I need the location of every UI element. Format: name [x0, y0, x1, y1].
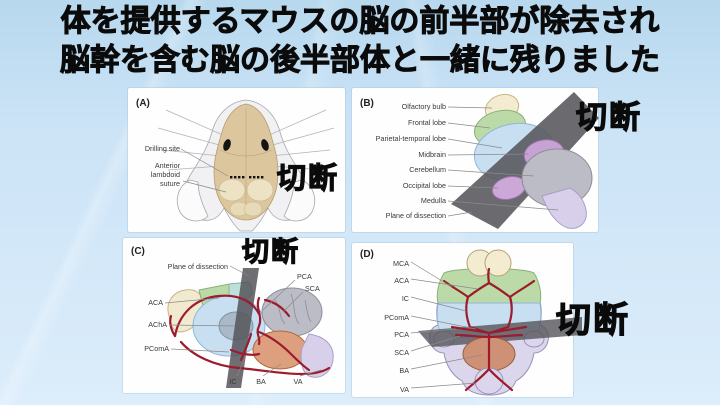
slide-title-line1: 体を提供するマウスの脳の前半部が除去され: [60, 5, 660, 39]
panel-b-tag: (B): [360, 98, 374, 109]
drilling-site-dots: [230, 176, 264, 179]
panel-d-tag: (D): [360, 249, 374, 260]
cerebellum-shape: [261, 287, 323, 337]
label-va: VA: [400, 385, 409, 394]
mouse-skull-illustration: [213, 103, 279, 221]
medulla-shape: [300, 333, 334, 378]
pons-shape: [252, 330, 308, 370]
label-sca: SCA: [394, 348, 409, 357]
label-ba: BA: [256, 377, 266, 386]
ventral-brain-illustration: [418, 249, 582, 396]
panel-d-leader-lines: [410, 261, 483, 389]
label-olfactory-bulb: Olfactory bulb: [402, 102, 446, 111]
cut-label-a: 切断: [276, 163, 340, 195]
label-sca: SCA: [305, 284, 320, 293]
panel-c-lateral-brain: (C): [123, 238, 345, 393]
slide-title: 体を提供するマウスの脳の前半部が除去され 脳幹を含む脳の後半部体と一緒に残りまし…: [0, 2, 720, 80]
slide-title-line2: 脳幹を含む脳の後半部体と一緒に残りました: [60, 44, 661, 78]
cut-label-d: 切断: [555, 301, 631, 340]
panel-b-leader-lines: [447, 106, 559, 217]
label-plane-of-dissection: Plane of dissection: [168, 262, 228, 271]
panel-a-leader-lines: [180, 148, 229, 193]
label-mca: MCA: [393, 259, 409, 268]
label-aca: ACA: [148, 298, 163, 307]
label-pca: PCA: [394, 330, 409, 339]
arteries: [442, 267, 536, 392]
label-occipital-lobe: Occipital lobe: [403, 181, 446, 190]
label-va: VA: [293, 377, 302, 386]
label-drilling-site: Drilling site: [145, 144, 180, 153]
label-frontal-lobe: Frontal lobe: [408, 118, 446, 127]
brain-3d-illustration: [451, 92, 599, 229]
label-cerebellum: Cerebellum: [409, 165, 446, 174]
label-anterior-lambdoid-suture-2: lambdoid: [151, 170, 180, 179]
label-parietal-temporal-lobe: Parietal-temporal lobe: [376, 134, 446, 143]
label-pcoma: PComA: [144, 344, 169, 353]
panel-c-tag: (C): [131, 246, 145, 257]
label-pcoma: PComA: [384, 313, 409, 322]
panel-c-leader-lines: [164, 265, 322, 377]
label-acha: AChA: [148, 320, 167, 329]
label-aca: ACA: [394, 276, 409, 285]
eyes: [223, 139, 269, 151]
arteries: [169, 294, 331, 376]
dissection-plane-shape: [226, 268, 259, 388]
whiskers: [157, 109, 335, 171]
panel-a-mouse-head: (A): [128, 88, 345, 232]
panel-b-brain-lobes: (B) Olfactory bulb Frontal lobe Parietal…: [352, 88, 599, 232]
panel-a-tag: (A): [136, 98, 150, 109]
label-midbrain: Midbrain: [418, 150, 446, 159]
label-ic: IC: [229, 377, 236, 386]
label-ba: BA: [399, 366, 409, 375]
panel-d-ventral-brain: (D): [352, 243, 582, 397]
olfactory-bulb-right: [484, 249, 512, 277]
cut-label-b: 切断: [575, 100, 642, 135]
label-anterior-lambdoid-suture-1: Anterior: [155, 161, 181, 170]
label-plane-of-dissection: Plane of dissection: [386, 211, 446, 220]
cut-label-c: 切断: [241, 237, 300, 267]
medulla-shape: [541, 187, 587, 229]
label-ic: IC: [402, 294, 409, 303]
label-pca: PCA: [297, 272, 312, 281]
medulla-shape: [474, 367, 504, 395]
label-anterior-lambdoid-suture-3: suture: [160, 179, 180, 188]
label-medulla: Medulla: [421, 196, 446, 205]
